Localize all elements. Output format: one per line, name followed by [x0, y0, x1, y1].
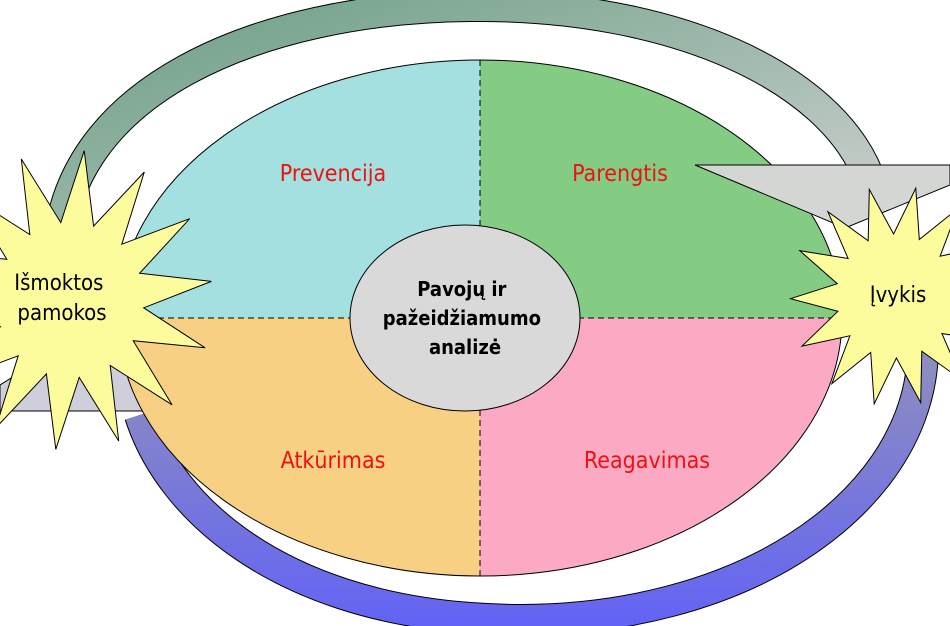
label-atkurimas: Atkūrimas	[281, 448, 386, 474]
center-line-1: Pavojų ir	[417, 277, 506, 301]
label-prevencija: Prevencija	[280, 161, 386, 187]
svg-text:Išmoktos pamokos: Išmoktos pamokos	[14, 271, 109, 326]
starburst-lessons-learned	[0, 150, 212, 450]
center-analysis-node	[349, 224, 581, 412]
label-parengtis: Parengtis	[572, 161, 668, 187]
svg-text:Pavojų ir pažeidžiamumo: Pavojų ir pažeidžiamumo analizė	[383, 277, 547, 359]
star-left-line-2: pamokos	[17, 301, 106, 326]
center-line-2: pažeidžiamumo	[383, 306, 541, 330]
center-line-3: analizė	[429, 335, 501, 359]
upper-arrow-head	[694, 164, 950, 229]
label-reagavimas: Reagavimas	[584, 448, 710, 474]
star-right-label: Įvykis	[870, 283, 927, 308]
star-left-line-1: Išmoktos	[14, 271, 103, 296]
starburst-event	[788, 186, 950, 406]
